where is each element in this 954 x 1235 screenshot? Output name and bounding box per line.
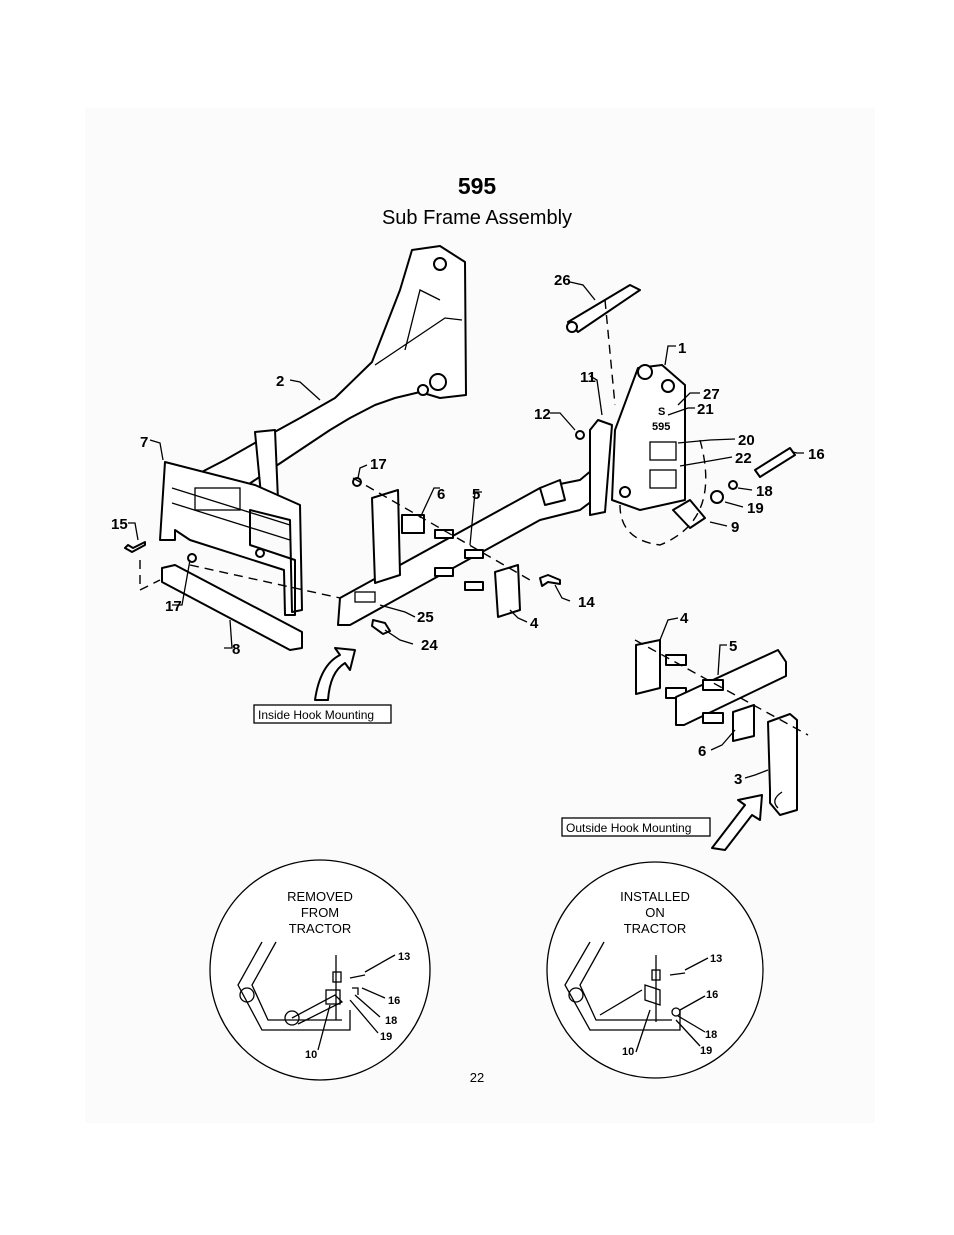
installed-line2: ON: [645, 905, 665, 920]
plates-outside-part: [635, 639, 798, 816]
inside-hook-label: Inside Hook Mounting: [258, 708, 374, 722]
label-7: 7: [140, 434, 148, 451]
right-label-16: 16: [706, 989, 718, 1001]
detail-circle-installed: INSTALLED ON TRACTOR 13 16 18 19 10: [546, 861, 764, 1079]
decal-s: S: [658, 406, 665, 418]
installed-line3: TRACTOR: [624, 921, 687, 936]
inside-hook-callout: Inside Hook Mounting: [253, 704, 392, 724]
decal-model: 595: [652, 421, 670, 433]
label-17b: 17: [165, 598, 182, 615]
page-subtitle: Sub Frame Assembly: [381, 207, 573, 229]
detail-circle-removed: REMOVED FROM TRACTOR 13 16 18 19 10: [209, 859, 431, 1081]
left-label-16: 16: [388, 995, 400, 1007]
label-6: 6: [437, 486, 445, 503]
right-label-18: 18: [705, 1029, 717, 1041]
label-20: 20: [738, 432, 755, 449]
right-label-13: 13: [710, 953, 722, 965]
label-22: 22: [735, 450, 752, 467]
left-label-10: 10: [305, 1049, 317, 1061]
label-8: 8: [232, 641, 240, 658]
installed-line1: INSTALLED: [620, 889, 690, 904]
label-1: 1: [678, 340, 686, 357]
outside-hook-label: Outside Hook Mounting: [566, 821, 691, 835]
label-5: 5: [472, 486, 480, 503]
label-17: 17: [370, 456, 387, 473]
label-11: 11: [580, 369, 596, 386]
page-number: 22: [469, 1070, 485, 1085]
hook-bracket-part: [159, 461, 303, 616]
leader-lines: [128, 281, 804, 779]
main-frame-part: [189, 245, 467, 506]
label-19: 19: [747, 500, 764, 517]
label-9: 9: [731, 519, 739, 536]
label-4b: 4: [680, 610, 689, 627]
right-label-10: 10: [622, 1046, 634, 1058]
upright-channel-part: [589, 419, 613, 516]
page-title: 595: [457, 173, 497, 199]
callout-arrows: [314, 647, 763, 851]
left-label-13: 13: [398, 951, 410, 963]
left-label-18: 18: [385, 1015, 397, 1027]
upright-plate-part: S 595: [611, 364, 686, 511]
label-3: 3: [734, 771, 742, 788]
label-14: 14: [578, 594, 595, 611]
label-21: 21: [697, 401, 714, 418]
label-18: 18: [756, 483, 773, 500]
plates-inside-part: [371, 489, 521, 618]
label-4: 4: [530, 615, 539, 632]
label-26: 26: [554, 272, 571, 289]
label-6b: 6: [698, 743, 706, 760]
label-25: 25: [417, 609, 434, 626]
label-27: 27: [703, 386, 720, 403]
label-12: 12: [534, 406, 551, 423]
label-15: 15: [111, 516, 128, 533]
removed-line2: FROM: [301, 905, 339, 920]
label-2: 2: [276, 373, 284, 390]
removed-line1: REMOVED: [287, 889, 353, 904]
assembly-lines: [139, 299, 809, 736]
label-24: 24: [421, 637, 438, 654]
label-16: 16: [808, 446, 825, 463]
cross-bar-part: [161, 564, 303, 651]
outside-hook-callout: Outside Hook Mounting: [561, 817, 711, 837]
right-label-19: 19: [700, 1045, 712, 1057]
label-5b: 5: [729, 638, 737, 655]
link-bar-part: [566, 284, 641, 333]
hardware-part: [124, 430, 796, 635]
removed-line3: TRACTOR: [289, 921, 352, 936]
left-label-19: 19: [380, 1031, 392, 1043]
part-labels: 1 2 3 4 4 5 5 6 6 7 8 9 11 12 14 15 16 1…: [111, 272, 825, 788]
